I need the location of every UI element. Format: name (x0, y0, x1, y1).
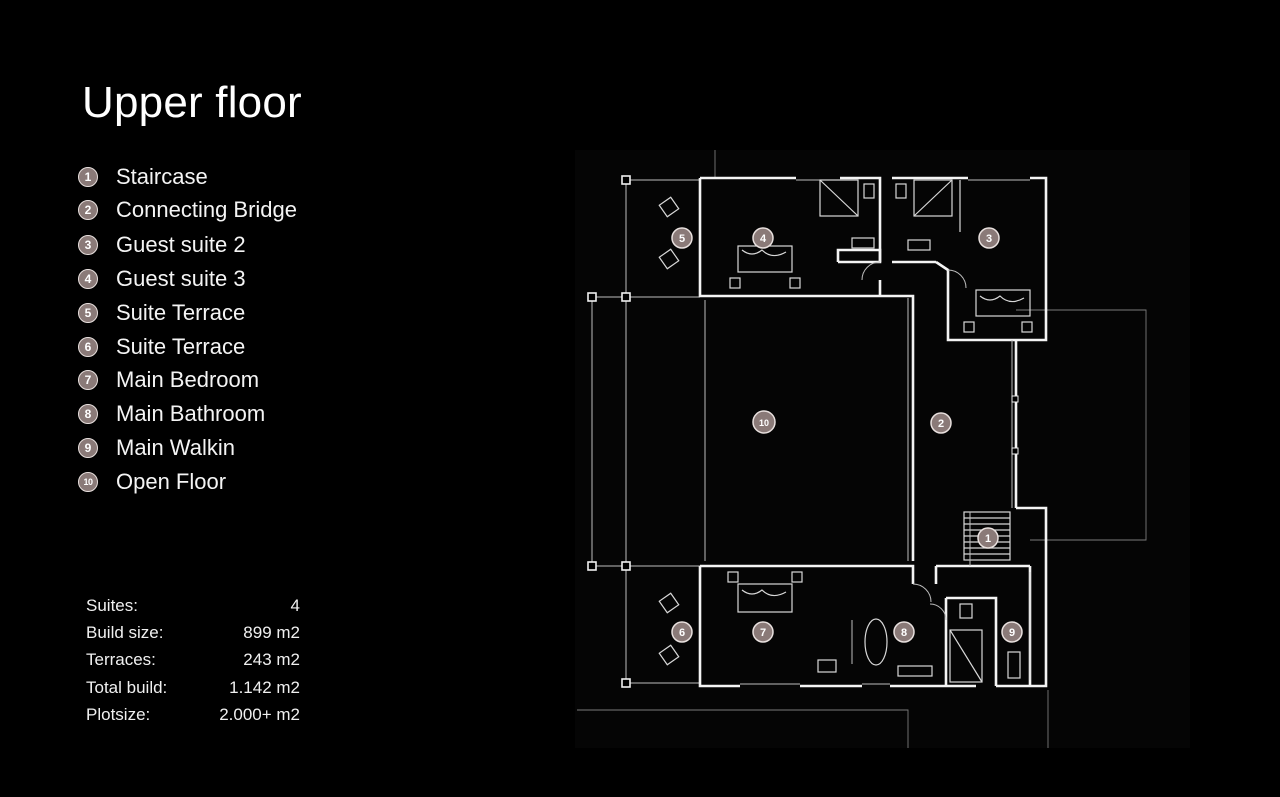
room-marker-9: 9 (1001, 621, 1023, 643)
stat-row: Total build: 1.142 m2 (86, 674, 300, 701)
page-title: Upper floor (82, 78, 302, 127)
legend-label: Staircase (116, 164, 208, 189)
plan-background (575, 150, 1190, 748)
stat-label: Terraces: (86, 650, 156, 670)
room-marker-6: 6 (671, 621, 693, 643)
room-marker-1: 1 (977, 527, 999, 549)
svg-text:4: 4 (760, 233, 767, 245)
legend-label: Main Walkin (116, 435, 235, 460)
room-marker-8: 8 (893, 621, 915, 643)
room-number-badge: 3 (78, 235, 98, 255)
legend-label: Open Floor (116, 469, 227, 494)
room-number-badge: 6 (78, 337, 98, 357)
stat-value: 2.000+ m2 (219, 704, 300, 724)
walkin-closet (1007, 572, 1031, 680)
stat-row: Build size: 899 m2 (86, 619, 300, 646)
legend-label: Guest suite 2 (116, 232, 246, 257)
svg-text:1: 1 (985, 533, 991, 545)
room-marker-7: 7 (752, 621, 774, 643)
legend-item: 5 Suite Terrace (78, 297, 245, 329)
svg-text:7: 7 (760, 627, 766, 639)
floor-plan-drawing: 1 2 3 4 5 6 7 8 9 10 (575, 150, 1190, 748)
legend-label: Suite Terrace (116, 334, 246, 359)
room-number-badge: 1 (78, 167, 98, 187)
legend-label: Connecting Bridge (116, 197, 298, 222)
exterior-walls (698, 176, 1048, 688)
stat-label: Total build: (86, 677, 168, 697)
staircase-drawing (963, 511, 1011, 566)
floor-plan: 1 2 3 4 5 6 7 8 9 10 (575, 150, 1190, 748)
room-number-badge: 7 (78, 370, 98, 390)
legend-label: Main Bedroom (116, 367, 260, 392)
room-marker-3: 3 (978, 227, 1000, 249)
main-bathroom-fixtures (817, 583, 983, 683)
stat-value: 243 m2 (243, 650, 300, 670)
legend-item: 4 Guest suite 3 (78, 263, 246, 295)
legend-item: 7 Main Bedroom (78, 364, 259, 396)
room-number-badge: 4 (78, 269, 98, 289)
pergola-structure (587, 175, 700, 688)
upper-bathrooms (819, 179, 967, 289)
terrace-furniture (658, 196, 680, 666)
stat-value: 899 m2 (243, 622, 300, 642)
room-marker-5: 5 (671, 227, 693, 249)
stat-label: Suites: (86, 595, 138, 615)
property-stats: Suites: 4 Build size: 899 m2 Terraces: 2… (86, 592, 300, 728)
legend-item: 8 Main Bathroom (78, 398, 265, 430)
svg-text:9: 9 (1009, 627, 1015, 639)
room-number-badge: 10 (78, 472, 98, 492)
stat-row: Terraces: 243 m2 (86, 647, 300, 674)
beds (727, 245, 1033, 613)
site-outline (577, 150, 1147, 748)
glazing-lines (704, 179, 1030, 685)
stat-row: Plotsize: 2.000+ m2 (86, 701, 300, 728)
legend-item: 3 Guest suite 2 (78, 229, 246, 261)
room-number-badge: 9 (78, 438, 98, 458)
svg-text:6: 6 (679, 627, 685, 639)
stat-label: Build size: (86, 622, 164, 642)
legend-item: 9 Main Walkin (78, 432, 235, 464)
svg-text:10: 10 (759, 418, 769, 428)
legend-item: 2 Connecting Bridge (78, 194, 297, 226)
svg-text:8: 8 (901, 627, 907, 639)
stat-value: 4 (290, 595, 300, 615)
room-number-badge: 5 (78, 303, 98, 323)
legend-item: 6 Suite Terrace (78, 331, 245, 363)
legend-label: Suite Terrace (116, 300, 246, 325)
stat-label: Plotsize: (86, 704, 151, 724)
svg-text:2: 2 (938, 418, 944, 430)
legend-label: Guest suite 3 (116, 266, 246, 291)
svg-text:3: 3 (986, 233, 992, 245)
room-number-badge: 8 (78, 404, 98, 424)
svg-text:5: 5 (679, 233, 685, 245)
room-marker-2: 2 (930, 412, 952, 434)
stat-value: 1.142 m2 (229, 677, 300, 697)
legend-item: 10 Open Floor (78, 466, 226, 498)
room-marker-10: 10 (752, 410, 776, 434)
legend-item: 1 Staircase (78, 161, 208, 193)
legend-label: Main Bathroom (116, 401, 266, 426)
room-number-badge: 2 (78, 200, 98, 220)
stat-row: Suites: 4 (86, 592, 300, 619)
room-marker-4: 4 (752, 227, 774, 249)
